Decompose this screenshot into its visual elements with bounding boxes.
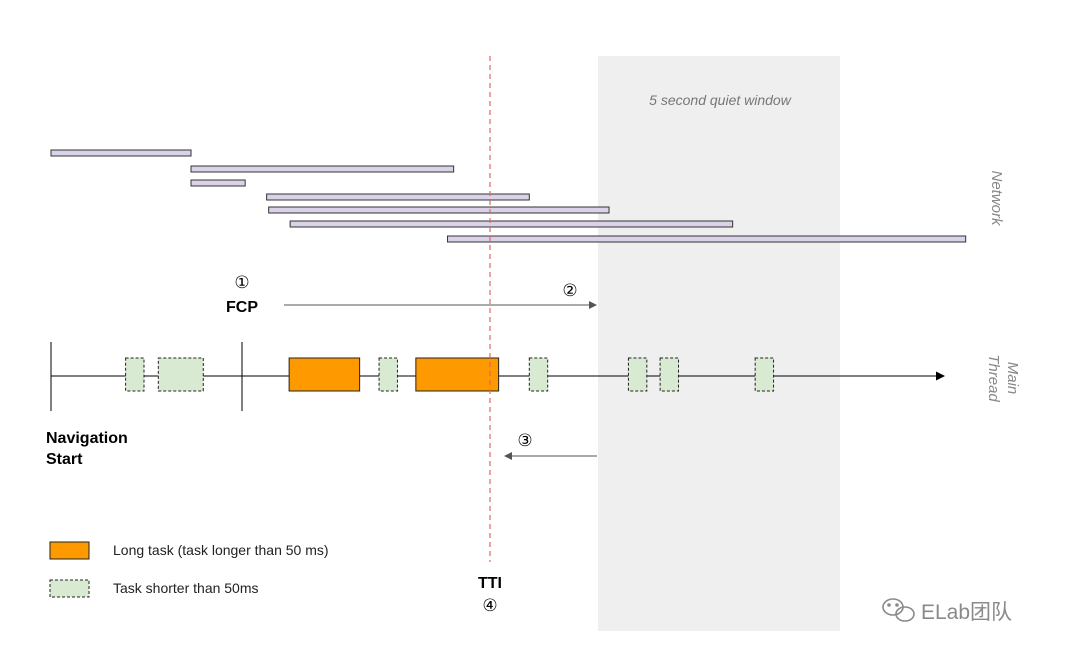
navigation-start-label-line1: Navigation xyxy=(46,430,128,447)
network-requests xyxy=(50,149,967,243)
legend-short-task-swatch xyxy=(49,579,90,598)
quiet-window-region xyxy=(598,56,840,631)
legend-short-task-label: Task shorter than 50ms xyxy=(113,580,259,596)
step2-number: ② xyxy=(562,281,577,300)
short-task-block xyxy=(125,357,145,392)
step3-number: ③ xyxy=(517,431,532,450)
network-lane-label: Network xyxy=(988,170,1005,227)
short-task-block xyxy=(157,357,204,392)
network-request-bar xyxy=(190,179,246,187)
fcp-label: FCP xyxy=(226,299,258,316)
legend-long-task-label: Long task (task longer than 50 ms) xyxy=(113,542,329,558)
legend-long-task-swatch xyxy=(49,541,90,560)
network-request-bar xyxy=(447,235,967,243)
tti-label: TTI xyxy=(478,575,502,592)
short-task-block xyxy=(754,357,775,392)
tti-number: ④ xyxy=(482,596,497,615)
network-request-bar xyxy=(289,220,734,228)
long-task-block xyxy=(415,357,500,392)
watermark: ELab团队 xyxy=(882,598,1012,624)
watermark-text: ELab团队 xyxy=(921,601,1012,624)
navigation-start-label-line2: Start xyxy=(46,451,83,468)
quiet-window-label: 5 second quiet window xyxy=(649,92,792,108)
main-thread-label-line1: Main xyxy=(1004,362,1021,395)
main-thread-tasks xyxy=(125,357,775,392)
main-thread-label-line2: Thread xyxy=(985,354,1002,402)
wechat-icon xyxy=(882,598,915,622)
fcp-number: ① xyxy=(234,273,249,292)
network-request-bar xyxy=(50,149,192,157)
short-task-block xyxy=(627,357,648,392)
short-task-block xyxy=(378,357,398,392)
network-request-bar xyxy=(190,165,455,173)
long-task-block xyxy=(288,357,361,392)
short-task-block xyxy=(659,357,680,392)
network-request-bar xyxy=(268,206,610,214)
short-task-block xyxy=(528,357,549,392)
network-request-bar xyxy=(266,193,530,201)
